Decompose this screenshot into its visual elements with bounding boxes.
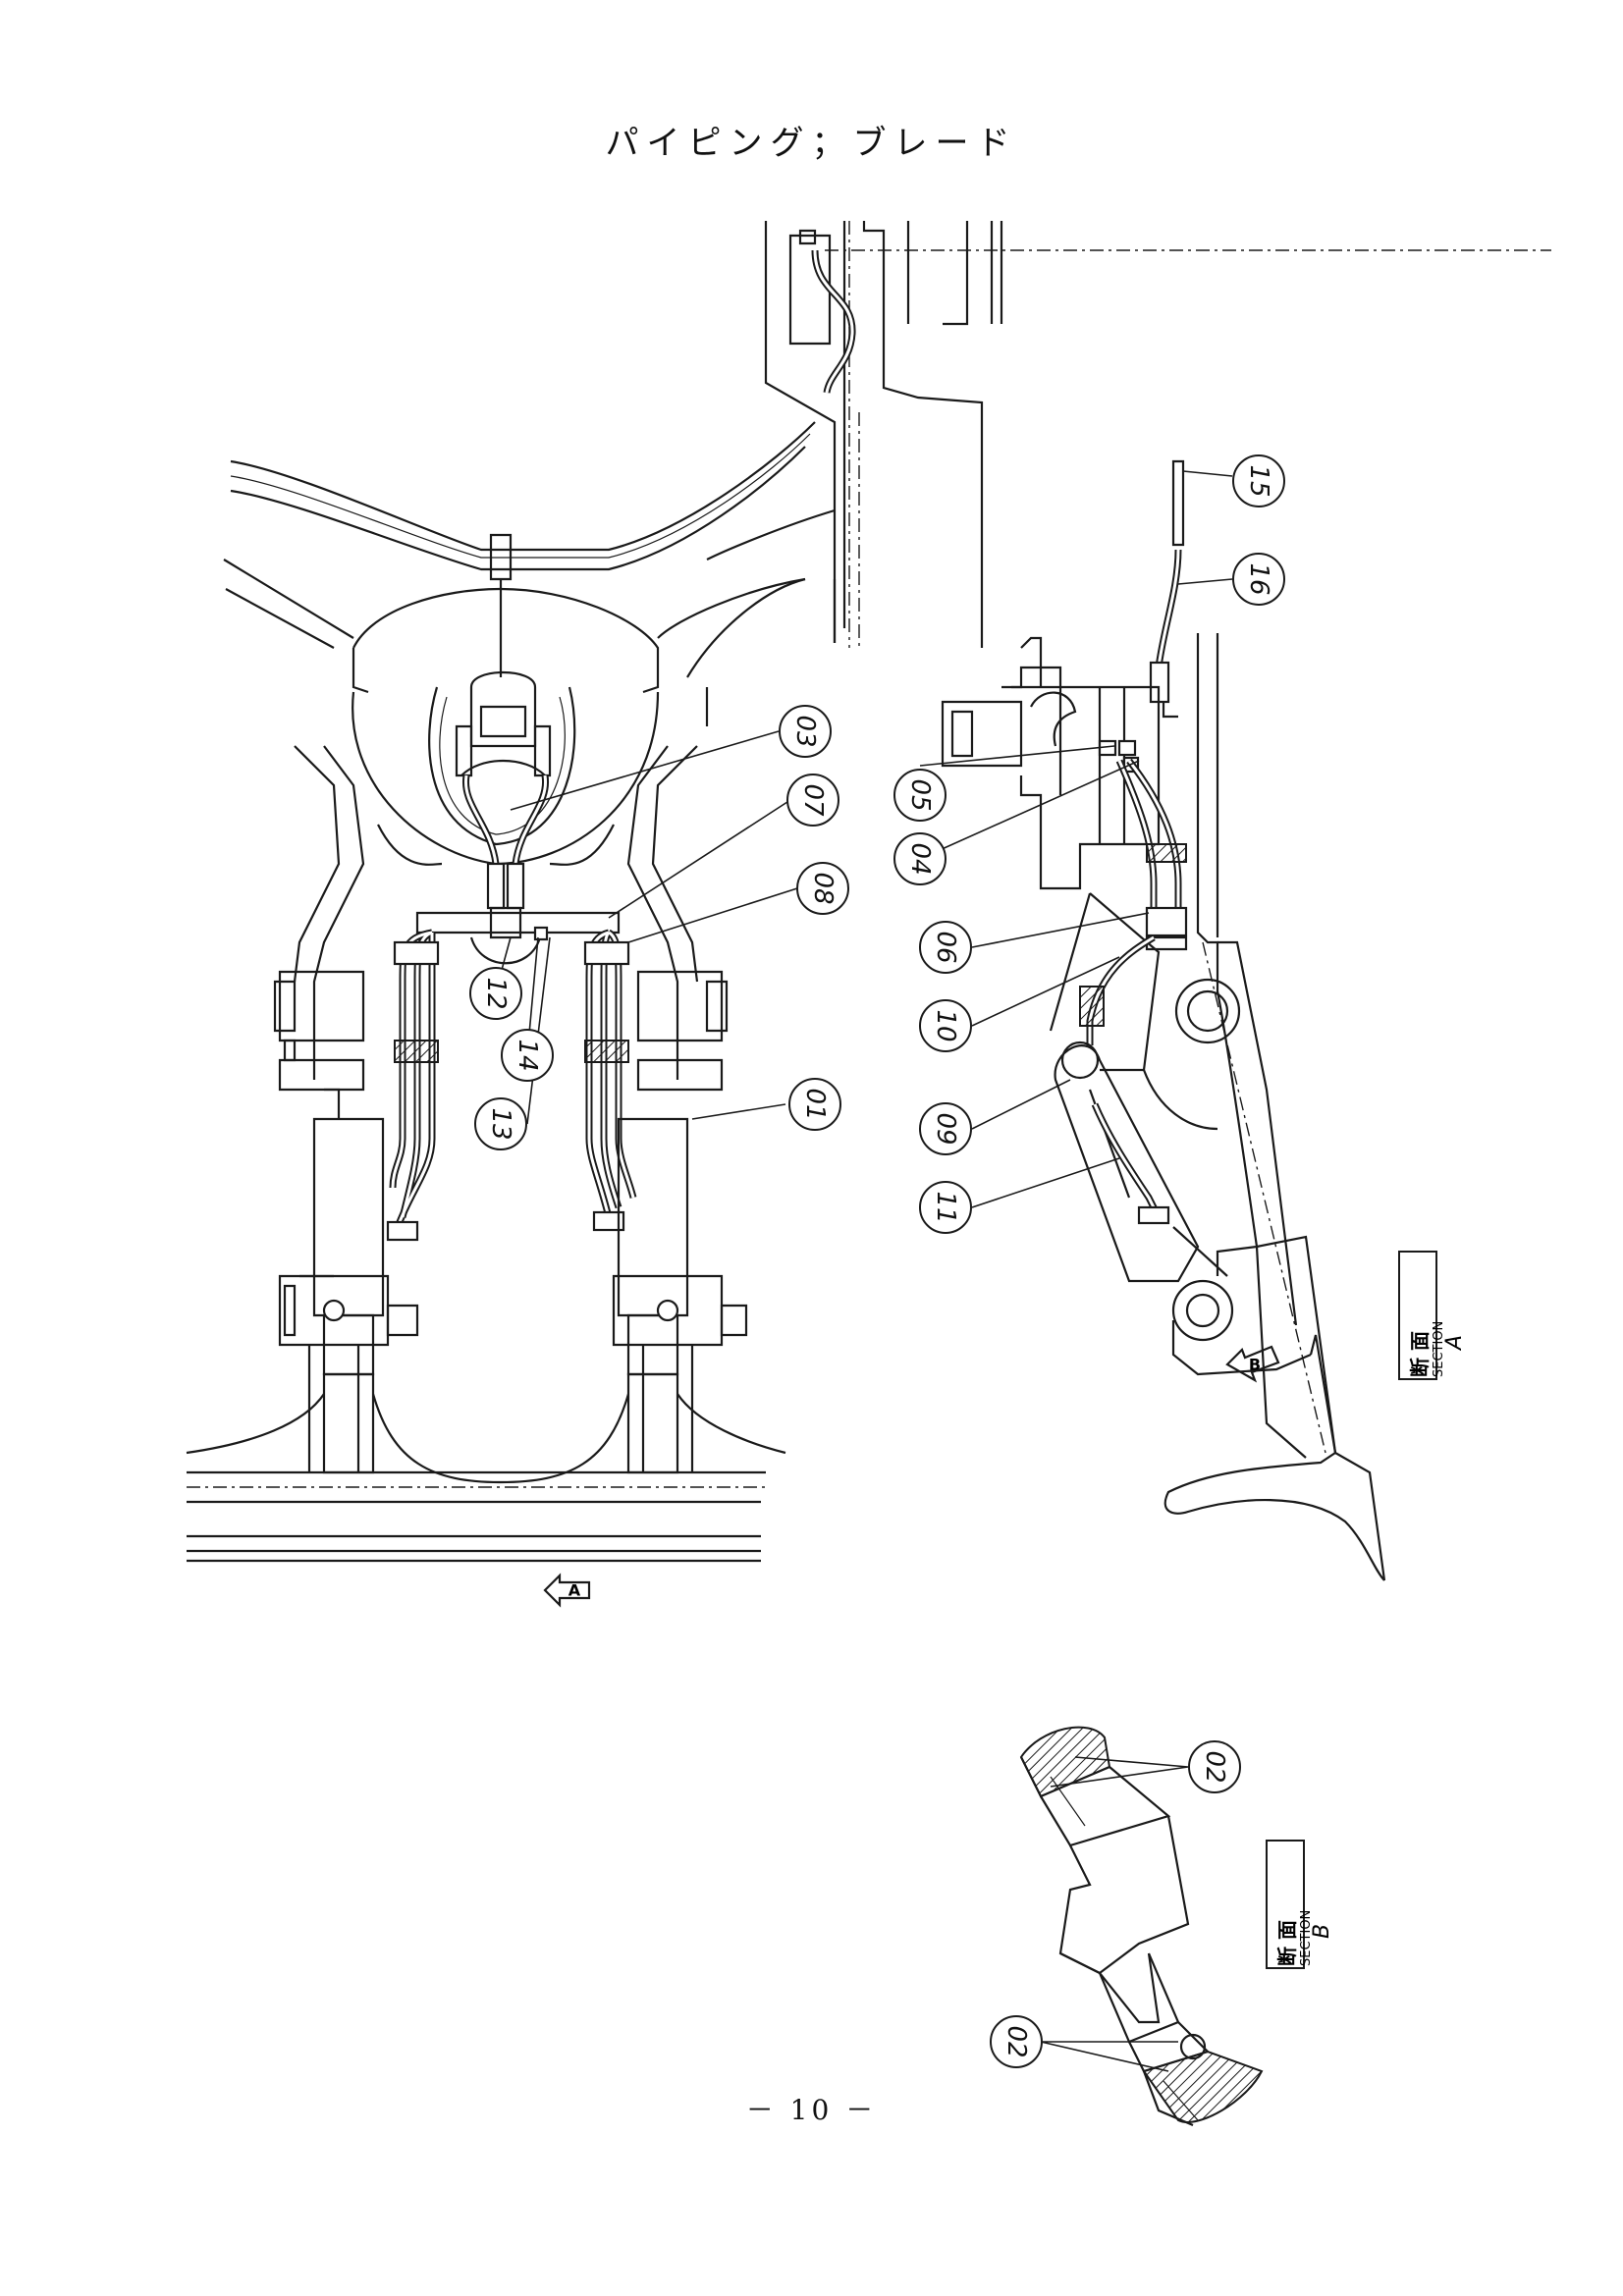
callout-15: 15	[1232, 454, 1285, 507]
callout-07: 07	[786, 774, 839, 827]
callout-02a: 02	[1188, 1740, 1241, 1793]
svg-text:13: 13	[486, 1107, 515, 1140]
svg-text:02: 02	[1200, 1750, 1229, 1783]
view-arrow-a: A	[543, 1573, 591, 1608]
svg-text:B: B	[1249, 1356, 1261, 1374]
svg-text:10: 10	[931, 1009, 960, 1041]
svg-text:12: 12	[481, 977, 511, 1009]
callout-05: 05	[893, 769, 947, 822]
callout-03: 03	[779, 705, 832, 758]
page-number: － 10 －	[745, 2094, 878, 2126]
page-title: パイピング；ブレード	[605, 124, 1018, 163]
svg-text:11: 11	[931, 1191, 960, 1223]
svg-text:断 面: 断 面	[1275, 1920, 1299, 1966]
callout-11: 11	[919, 1181, 972, 1234]
svg-text:04: 04	[905, 842, 935, 875]
svg-text:06: 06	[931, 931, 960, 963]
callout-02b: 02	[990, 2015, 1043, 2068]
top-view: A	[186, 221, 1551, 1608]
svg-text:03: 03	[790, 715, 820, 747]
section-a-label: 断 面 SECTION A	[1398, 1251, 1467, 1380]
callout-14: 14	[501, 1029, 554, 1082]
svg-text:16: 16	[1244, 562, 1273, 595]
svg-text:SECTION: SECTION	[1432, 1321, 1446, 1377]
callout-16: 16	[1232, 553, 1285, 606]
section-b-view	[1019, 1726, 1264, 2127]
svg-text:A: A	[568, 1581, 581, 1600]
section-a-view: B	[941, 459, 1386, 1581]
svg-text:07: 07	[798, 783, 828, 817]
view-arrow-b: B	[1225, 1345, 1280, 1383]
callout-13: 13	[474, 1097, 527, 1150]
svg-text:08: 08	[808, 872, 838, 904]
svg-text:断 面: 断 面	[1408, 1331, 1432, 1377]
callout-06: 06	[919, 921, 972, 974]
callout-08: 08	[796, 862, 849, 915]
svg-text:B: B	[1310, 1924, 1334, 1939]
svg-text:05: 05	[905, 778, 935, 811]
svg-text:15: 15	[1244, 464, 1273, 497]
callout-12: 12	[469, 967, 522, 1020]
svg-text:02: 02	[1001, 2025, 1031, 2057]
callout-09: 09	[919, 1102, 972, 1155]
svg-text:14: 14	[513, 1039, 542, 1071]
svg-text:A: A	[1442, 1335, 1467, 1352]
callout-04: 04	[893, 832, 947, 885]
callout-10: 10	[919, 999, 972, 1052]
callout-01: 01	[788, 1078, 841, 1131]
svg-text:09: 09	[931, 1112, 960, 1145]
svg-text:01: 01	[800, 1088, 830, 1120]
svg-text:SECTION: SECTION	[1299, 1910, 1314, 1966]
section-b-label: 断 面 SECTION B	[1266, 1840, 1334, 1969]
